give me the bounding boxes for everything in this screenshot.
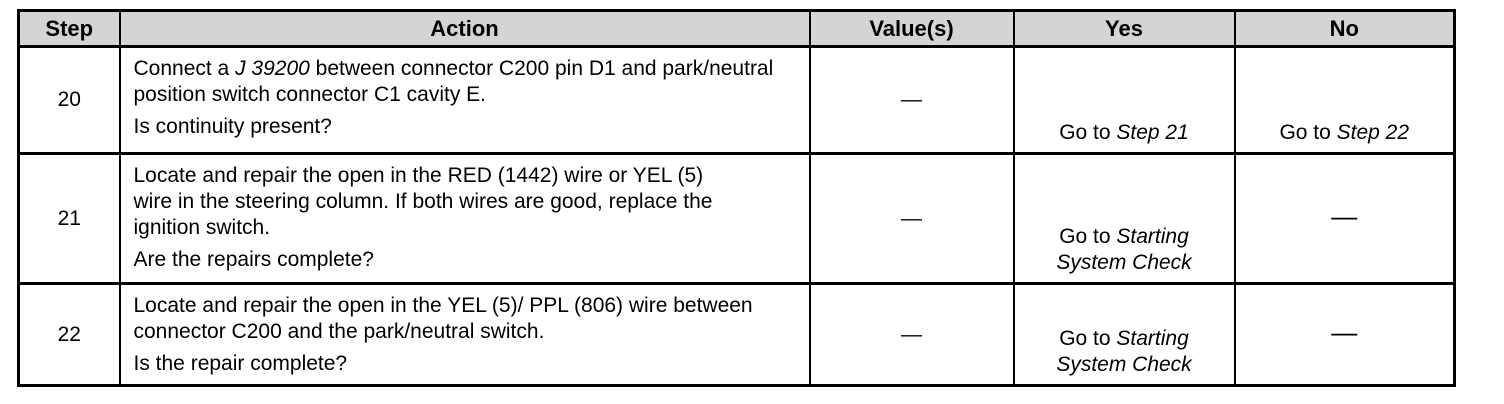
- yes-step-link: Step 21: [1116, 121, 1189, 144]
- no-cell: —: [1233, 152, 1456, 285]
- header-row: Step Action Value(s) Yes No: [17, 9, 1456, 48]
- header-step: Step: [17, 9, 121, 48]
- table-row: 20 Connect a J 39200 between connector C…: [17, 45, 1456, 155]
- action-cell: Locate and repair the open in the YEL (5…: [118, 282, 811, 387]
- table-row: 21 Locate and repair the open in the RED…: [17, 152, 1456, 285]
- value-cell: —: [808, 45, 1015, 155]
- action-text: Connect a J 39200 between connector C200…: [133, 57, 774, 106]
- header-action: Action: [118, 9, 811, 48]
- yes-cell: Go to Step 21: [1012, 45, 1236, 155]
- yes-cell: Go to Starting System Check: [1012, 282, 1236, 387]
- step-number: 20: [17, 45, 121, 155]
- action-question: Is the repair complete?: [133, 352, 348, 375]
- yes-cell: Go to Starting System Check: [1012, 152, 1236, 285]
- action-question: Is continuity present?: [133, 115, 332, 138]
- yes-step-link: Starting: [1116, 225, 1189, 248]
- header-no: No: [1233, 9, 1456, 48]
- table-row: 22 Locate and repair the open in the YEL…: [17, 282, 1456, 387]
- yes-step-link: Starting: [1116, 327, 1189, 350]
- no-cell: Go to Step 22: [1233, 45, 1456, 155]
- action-question: Are the repairs complete?: [133, 248, 374, 271]
- step-number: 22: [17, 282, 121, 387]
- action-cell: Locate and repair the open in the RED (1…: [118, 152, 811, 285]
- value-cell: —: [808, 282, 1015, 387]
- header-values: Value(s): [808, 9, 1015, 48]
- diagnostic-table: Step Action Value(s) Yes No 20 Connect a…: [17, 9, 1456, 387]
- action-text: Locate and repair the open in the YEL (5…: [133, 294, 753, 343]
- no-cell: —: [1233, 282, 1456, 387]
- tool-name: J 39200: [235, 57, 310, 80]
- action-cell: Connect a J 39200 between connector C200…: [118, 45, 811, 155]
- value-cell: —: [808, 152, 1015, 285]
- no-step-link: Step 22: [1336, 121, 1410, 144]
- step-number: 21: [17, 152, 121, 285]
- header-yes: Yes: [1012, 9, 1236, 48]
- action-text: Locate and repair the open in the RED (1…: [133, 164, 713, 239]
